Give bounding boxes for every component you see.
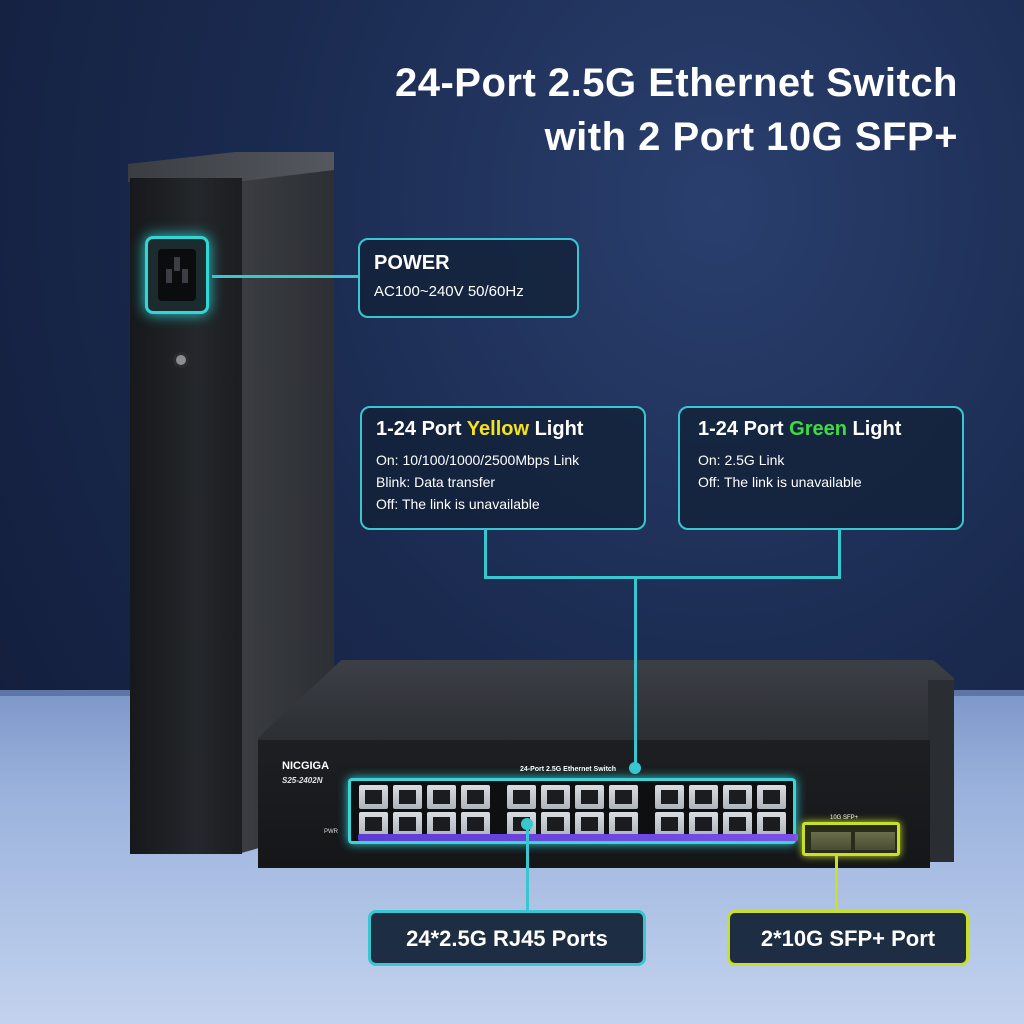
panel-title: 24-Port 2.5G Ethernet Switch (520, 766, 617, 773)
socket-pin (174, 257, 180, 271)
title-prefix: 1-24 Port (376, 418, 467, 440)
rj45-port (461, 812, 490, 836)
green-light-info-box: 1-24 Port Green Light On: 2.5G Link Off:… (678, 406, 964, 530)
sfp-port-block (802, 822, 900, 856)
power-info-box: POWER AC100~240V 50/60Hz (358, 238, 579, 318)
rj45-port (393, 812, 422, 836)
pwr-label: PWR (324, 829, 338, 835)
green-light-title: 1-24 Port Green Light (698, 418, 962, 441)
title-suffix: Light (846, 418, 902, 440)
rj45-port (723, 812, 752, 836)
led-connector-line (838, 528, 841, 578)
yellow-line: Off: The link is unavailable (376, 496, 540, 512)
rj45-port (757, 812, 786, 836)
rj45-port-block (348, 778, 796, 844)
rj45-port (393, 785, 422, 809)
led-connector-line (484, 576, 841, 579)
socket-pin (182, 269, 188, 283)
connector-dot (629, 762, 641, 774)
green-line: Off: The link is unavailable (698, 474, 862, 490)
connector-dot (521, 818, 533, 830)
socket-pin (166, 269, 172, 283)
rj45-port (541, 812, 570, 836)
rj45-port (609, 785, 638, 809)
rj45-port (359, 812, 388, 836)
rj45-port (609, 812, 638, 836)
headline: 24-Port 2.5G Ethernet Switch with 2 Port… (395, 56, 958, 164)
power-socket-inner (158, 249, 196, 301)
rj45-port (723, 785, 752, 809)
rj45-port (689, 785, 718, 809)
led-connector-line (484, 528, 487, 578)
yellow-line: Blink: Data transfer (376, 474, 496, 490)
green-light-details: On: 2.5G Link Off: The link is unavailab… (698, 449, 962, 493)
rj45-port (507, 785, 536, 809)
rj45-port (575, 785, 604, 809)
yellow-light-details: On: 10/100/1000/2500Mbps Link Blink: Dat… (376, 449, 644, 515)
sfp-port (811, 832, 851, 850)
title-suffix: Light (529, 418, 584, 440)
sfp-callout: 2*10G SFP+ Port (727, 910, 969, 966)
headline-line-1: 24-Port 2.5G Ethernet Switch (394, 61, 958, 105)
power-socket (145, 236, 209, 314)
title-prefix: 1-24 Port (698, 418, 790, 440)
model-number: S25-2402N (282, 776, 323, 785)
rj45-port (757, 785, 786, 809)
rj45-port (427, 812, 456, 836)
power-spec: AC100~240V 50/60Hz (374, 283, 524, 300)
rj45-port (541, 785, 570, 809)
yellow-light-info-box: 1-24 Port Yellow Light On: 10/100/1000/2… (360, 406, 646, 530)
ground-screw (173, 352, 189, 368)
rj45-port (359, 785, 388, 809)
green-line: On: 2.5G Link (698, 452, 785, 468)
switch-side (928, 680, 954, 862)
led-strip (358, 834, 798, 841)
rj45-port (655, 812, 684, 836)
rj45-port (689, 812, 718, 836)
power-connector-line (212, 275, 360, 278)
brand-logo: NICGIGA (282, 760, 330, 772)
sfp-port (855, 832, 895, 850)
yellow-light-title: 1-24 Port Yellow Light (376, 418, 644, 441)
title-color-word: Yellow (466, 418, 530, 440)
sfp-connector-line (835, 856, 838, 912)
sfp-label: 10G SFP+ (830, 815, 859, 821)
switch-top (258, 660, 954, 742)
rj45-port (575, 812, 604, 836)
rj45-callout: 24*2.5G RJ45 Ports (368, 910, 646, 966)
rj45-port (427, 785, 456, 809)
yellow-line: On: 10/100/1000/2500Mbps Link (376, 452, 580, 468)
led-connector-line (634, 576, 637, 766)
title-color-word: Green (789, 418, 847, 440)
headline-line-2: with 2 Port 10G SFP+ (544, 115, 958, 159)
rj45-port (461, 785, 490, 809)
rj45-port (655, 785, 684, 809)
power-title: POWER (374, 252, 450, 274)
rj45-connector-line (526, 822, 529, 912)
